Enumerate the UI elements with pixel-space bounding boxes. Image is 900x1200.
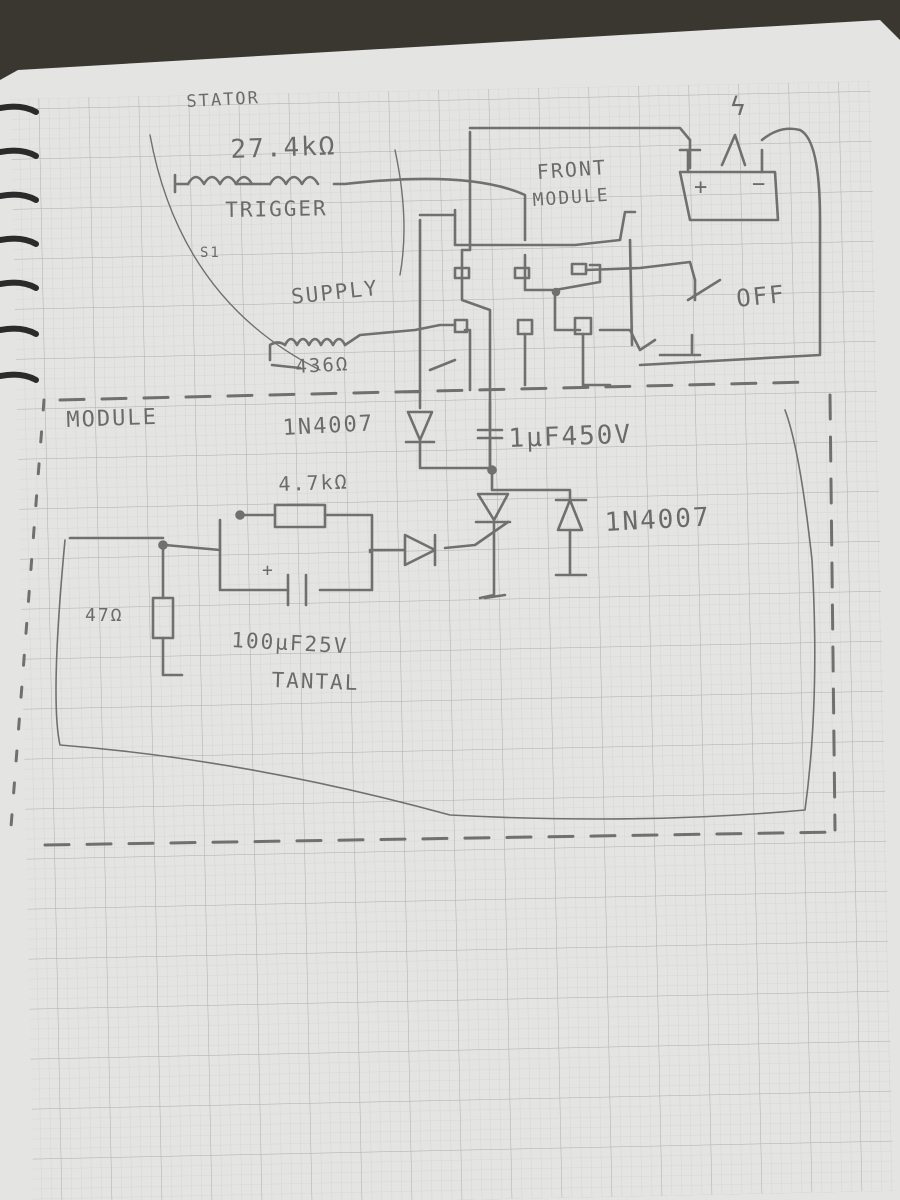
thyristor	[443, 468, 572, 600]
terminal-2	[513, 266, 531, 280]
module-outline	[55, 409, 816, 820]
battery	[638, 127, 822, 367]
label-module: MODULE	[66, 404, 159, 433]
label-diode-top: 1N4007	[282, 411, 375, 441]
label-s-mark: S1	[200, 245, 221, 261]
label-resistor-mid: 4.7kΩ	[278, 469, 350, 496]
label-front: FRONT	[536, 155, 608, 184]
label-tantal: TANTAL	[271, 668, 360, 696]
rc-network	[163, 503, 374, 607]
off-switch	[658, 278, 722, 357]
resistor-47	[68, 536, 184, 677]
label-trigger-value: 27.4kΩ	[230, 131, 337, 165]
label-trigger: TRIGGER	[225, 196, 328, 222]
label-diode-right: 1N4007	[604, 502, 712, 538]
module-boundary	[43, 380, 842, 847]
label-capacitor: 1µF450V	[508, 419, 633, 454]
label-stator: STATOR	[186, 88, 261, 112]
label-battery-minus: −	[752, 172, 768, 197]
supply-coil	[268, 323, 457, 370]
main-bus	[460, 130, 492, 472]
label-cap-plus: +	[262, 560, 275, 581]
label-resistor-left: 47Ω	[85, 605, 124, 626]
label-supply-value: 436Ω	[295, 353, 350, 378]
stator-arc	[149, 134, 321, 371]
label-off: OFF	[735, 279, 788, 313]
graph-grid	[10, 81, 894, 1200]
label-battery-plus: +	[694, 175, 710, 200]
trigger-coil	[173, 173, 527, 242]
circuit-drawing	[8, 126, 842, 847]
terminal-1	[453, 266, 471, 280]
diode-top	[404, 390, 492, 470]
capacitor-1uf	[476, 400, 504, 472]
spiral-binding	[0, 103, 39, 383]
lightning-icon: ϟ	[730, 92, 748, 122]
diode-right	[554, 498, 588, 577]
